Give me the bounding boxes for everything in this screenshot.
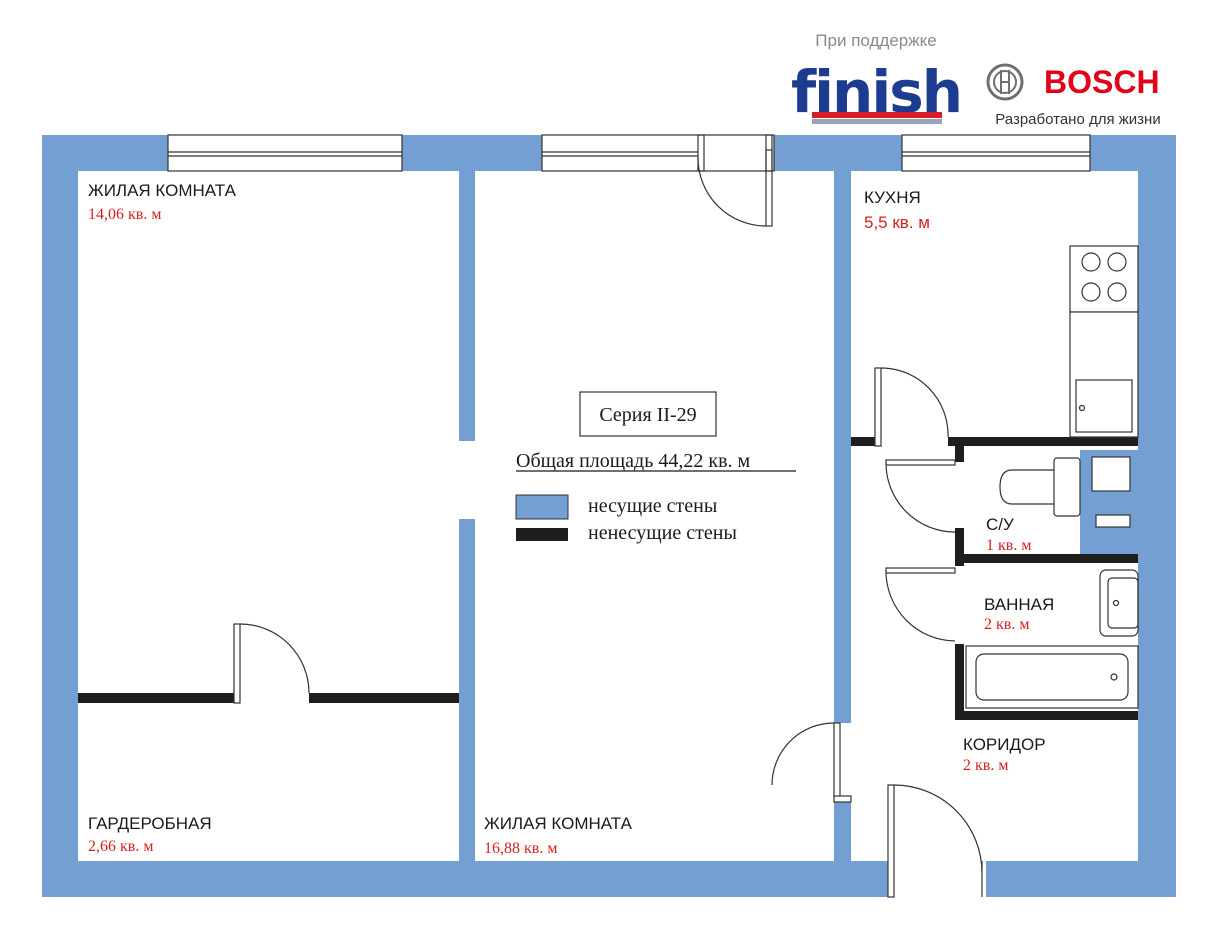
- room-area: 2,66 кв. м: [88, 838, 153, 855]
- wall-wardrobe-right: [309, 693, 459, 703]
- room-area: 5,5 кв. м: [864, 213, 930, 232]
- bosch-logo: BOSCH Разработано для жизни: [986, 63, 1161, 128]
- wall-top-1: [42, 135, 168, 171]
- wall-bottom-left: [42, 861, 888, 897]
- room-name: ЖИЛАЯ КОМНАТА: [88, 181, 237, 200]
- wall-top-3: [774, 135, 902, 171]
- wall-outer-left: [42, 135, 78, 897]
- wall-kitchen-stub: [851, 437, 877, 446]
- riser-hatch: [1095, 514, 1131, 528]
- room-name: ЖИЛАЯ КОМНАТА: [484, 814, 633, 833]
- room-area: 14,06 кв. м: [88, 206, 161, 223]
- bearing-walls: [42, 135, 1176, 897]
- toilet-icon: [999, 457, 1081, 517]
- total-area-label: Общая площадь 44,22 кв. м: [516, 450, 751, 472]
- room-name: С/У: [986, 515, 1014, 534]
- room-living-1: ЖИЛАЯ КОМНАТА 14,06 кв. м: [88, 181, 237, 223]
- finish-logo: finish: [791, 58, 963, 126]
- wall-partition-corridor: [834, 798, 851, 861]
- kitchen-counter: [1069, 311, 1139, 438]
- wall-kitchen-bottom: [948, 437, 1138, 446]
- entrance-door: [887, 784, 983, 898]
- room-corridor: КОРИДОР 2 кв. м: [963, 735, 1046, 774]
- balcony-door: [697, 134, 773, 227]
- legend-item-non-bearing: ненесущие стены: [516, 522, 737, 544]
- legend-item-bearing: несущие стены: [515, 494, 717, 520]
- sponsor-block: При поддержке finish BOSCH Разработано д…: [791, 31, 1161, 128]
- wall-top-2: [402, 135, 542, 171]
- shaft-openings: [1091, 456, 1131, 528]
- legend-label-non-bearing: ненесущие стены: [588, 522, 737, 544]
- legend-swatch-non-bearing: [516, 528, 568, 541]
- room-wardrobe: ГАРДЕРОБНАЯ 2,66 кв. м: [88, 814, 212, 855]
- ventilation-opening: [1091, 456, 1131, 492]
- wall-bath-bottom: [955, 711, 1138, 720]
- window-2: [541, 134, 775, 172]
- bosch-tagline: Разработано для жизни: [995, 111, 1160, 128]
- wall-partition-upper: [459, 171, 475, 441]
- legend: несущие стены ненесущие стены: [515, 494, 737, 544]
- window-1: [167, 134, 403, 172]
- kitchen-sink: [1075, 379, 1133, 433]
- stove-burner-icon: [1107, 252, 1127, 272]
- wall-wardrobe-left: [78, 693, 234, 703]
- wall-partition-lower: [459, 519, 475, 861]
- room-area: 16,88 кв. м: [484, 840, 557, 857]
- stove-body: [1069, 245, 1139, 313]
- finish-logo-swoosh: [812, 112, 942, 118]
- legend-swatch-bearing: [515, 494, 569, 520]
- room-kitchen: КУХНЯ 5,5 кв. м: [864, 188, 930, 232]
- washbasin-icon: [1099, 569, 1139, 637]
- room-bath: ВАННАЯ 2 кв. м: [984, 595, 1054, 633]
- wall-wc-bottom: [955, 554, 1138, 563]
- legend-label-bearing: несущие стены: [588, 495, 717, 517]
- room-name: ГАРДЕРОБНАЯ: [88, 814, 212, 833]
- wall-wc-stub-top: [955, 446, 964, 462]
- wall-wc-stub-bottom: [955, 528, 964, 566]
- stove-burner-icon: [1081, 252, 1101, 272]
- stove: [1069, 245, 1139, 313]
- series-box: Серия II-29: [579, 391, 717, 437]
- wall-bath-left: [955, 644, 964, 720]
- kitchen-door: [874, 367, 949, 447]
- series-label: Серия II-29: [599, 404, 696, 426]
- room-area: 1 кв. м: [986, 537, 1031, 554]
- room-name: ВАННАЯ: [984, 595, 1054, 614]
- room-area: 2 кв. м: [963, 757, 1008, 774]
- windows: [167, 134, 1091, 172]
- room-name: КУХНЯ: [864, 188, 921, 207]
- room-wc: С/У 1 кв. м: [986, 515, 1031, 554]
- sponsor-caption: При поддержке: [815, 31, 936, 50]
- room-name: КОРИДОР: [963, 735, 1046, 754]
- wall-bottom-right: [986, 861, 1176, 897]
- wardrobe-door: [233, 623, 310, 704]
- bosch-logo-text: BOSCH: [1044, 64, 1160, 100]
- stove-burner-icon: [1081, 282, 1101, 302]
- non-bearing-walls: [78, 437, 1138, 720]
- total-area: Общая площадь 44,22 кв. м: [516, 450, 796, 472]
- doors: [233, 134, 983, 898]
- finish-logo-shadow: [812, 119, 942, 124]
- window-3: [901, 134, 1091, 172]
- room-area: 2 кв. м: [984, 616, 1029, 633]
- room-living-2: ЖИЛАЯ КОМНАТА 16,88 кв. м: [484, 814, 633, 857]
- wall-partition-kitchen: [834, 171, 851, 723]
- sink-drain-icon: [1078, 404, 1086, 412]
- bath-door: [885, 567, 956, 642]
- bathtub-icon: [965, 645, 1139, 709]
- stove-burner-icon: [1107, 282, 1127, 302]
- bosch-armature-icon: [986, 63, 1024, 101]
- wc-door: [885, 459, 956, 533]
- wall-outer-right: [1138, 135, 1176, 897]
- living-room-door: [771, 722, 852, 803]
